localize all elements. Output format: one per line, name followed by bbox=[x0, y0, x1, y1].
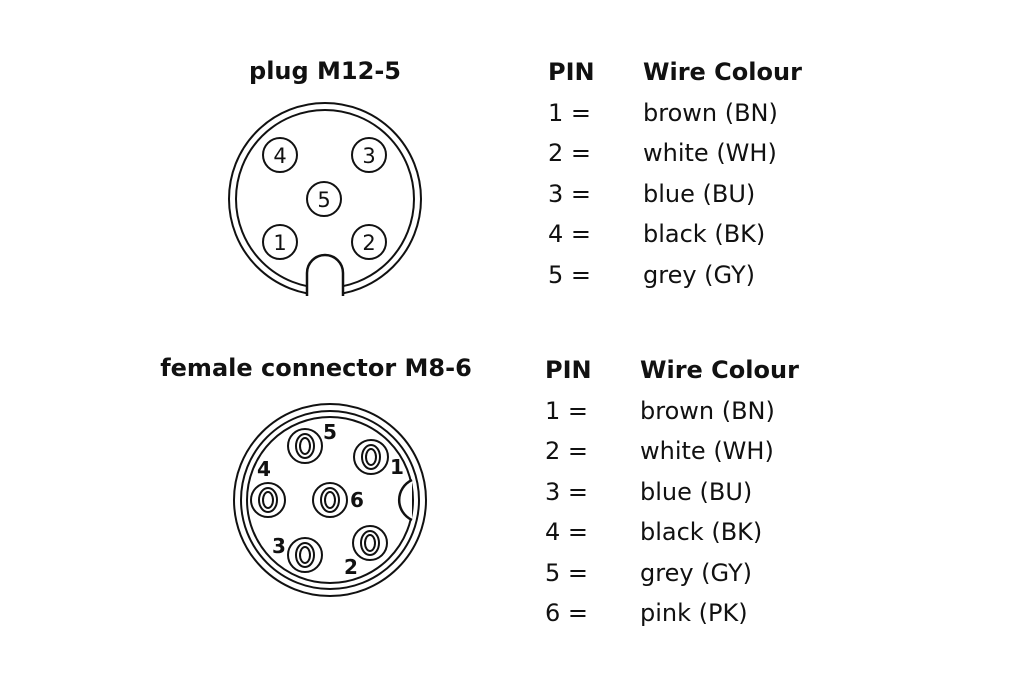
table-header: PIN Wire Colour bbox=[545, 350, 799, 391]
table-row: 2 = white (WH) bbox=[545, 431, 799, 472]
plug-pin-4 bbox=[262, 137, 298, 173]
plug-label-2: 2 bbox=[362, 231, 375, 255]
pin-number: 4 = bbox=[548, 220, 592, 249]
wire-colour-header: Wire Colour bbox=[640, 356, 799, 385]
female-pin-5 bbox=[287, 428, 323, 464]
female-label-2: 2 bbox=[344, 555, 358, 579]
wire-colour: grey (GY) bbox=[643, 260, 755, 289]
female-label-3: 3 bbox=[272, 534, 286, 558]
plug-pin-1 bbox=[262, 224, 298, 260]
female-pin-1 bbox=[353, 439, 389, 475]
female-connector-title: female connector M8-6 bbox=[160, 354, 472, 382]
plug-m12-5-diagram bbox=[228, 102, 422, 296]
female-label-4: 4 bbox=[257, 457, 271, 481]
table-row: 3 = blue (BU) bbox=[548, 174, 802, 215]
plug-label-4: 4 bbox=[273, 144, 286, 168]
female-label-1: 1 bbox=[390, 455, 404, 479]
plug-pin-2 bbox=[351, 224, 387, 260]
female-pin-3 bbox=[287, 537, 323, 573]
plug-label-5: 5 bbox=[317, 188, 330, 212]
table-row: 1 = brown (BN) bbox=[548, 93, 802, 134]
wire-colour: blue (BU) bbox=[640, 477, 753, 506]
table-row: 3 = blue (BU) bbox=[545, 472, 799, 513]
table-row: 4 = black (BK) bbox=[545, 512, 799, 553]
table-row: 5 = grey (GY) bbox=[548, 255, 802, 296]
female-key-notch bbox=[397, 478, 413, 522]
wire-colour: brown (BN) bbox=[640, 396, 775, 425]
female-pin-4 bbox=[250, 482, 286, 518]
pin-number: 4 = bbox=[545, 518, 589, 547]
table-row: 2 = white (WH) bbox=[548, 133, 802, 174]
pin-number: 5 = bbox=[545, 558, 589, 587]
plug-pin-5 bbox=[306, 181, 342, 217]
female-outer-ring bbox=[233, 403, 427, 597]
female-label-5: 5 bbox=[323, 420, 337, 444]
wire-colour: blue (BU) bbox=[643, 179, 756, 208]
wire-colour: black (BK) bbox=[640, 518, 763, 547]
table-row: 1 = brown (BN) bbox=[545, 391, 799, 432]
pin-header: PIN bbox=[545, 356, 592, 385]
wire-colour: white (WH) bbox=[640, 437, 774, 466]
pin-number: 6 = bbox=[545, 599, 589, 628]
plug-key-notch bbox=[305, 253, 345, 296]
pin-number: 2 = bbox=[548, 139, 592, 168]
female-label-6: 6 bbox=[350, 488, 364, 512]
plug-pin-table: PIN Wire Colour 1 = brown (BN) 2 = white… bbox=[548, 52, 802, 295]
table-row: 6 = pink (PK) bbox=[545, 593, 799, 634]
female-m8-6-diagram bbox=[233, 403, 427, 597]
table-row: 4 = black (BK) bbox=[548, 214, 802, 255]
plug-title: plug M12-5 bbox=[249, 57, 401, 85]
pin-number: 3 = bbox=[548, 179, 592, 208]
plug-label-3: 3 bbox=[362, 144, 375, 168]
pin-number: 5 = bbox=[548, 260, 592, 289]
wire-colour: brown (BN) bbox=[643, 98, 778, 127]
wire-colour: grey (GY) bbox=[640, 558, 752, 587]
wire-colour: pink (PK) bbox=[640, 599, 748, 628]
pin-number: 1 = bbox=[548, 98, 592, 127]
table-header: PIN Wire Colour bbox=[548, 52, 802, 93]
plug-label-1: 1 bbox=[273, 231, 286, 255]
female-inner-ring bbox=[246, 416, 414, 584]
wire-colour: white (WH) bbox=[643, 139, 777, 168]
female-mid-ring bbox=[240, 410, 420, 590]
plug-pin-3 bbox=[351, 137, 387, 173]
pin-number: 2 = bbox=[545, 437, 589, 466]
female-pin-2 bbox=[352, 525, 388, 561]
table-row: 5 = grey (GY) bbox=[545, 553, 799, 594]
female-pin-table: PIN Wire Colour 1 = brown (BN) 2 = white… bbox=[545, 350, 799, 634]
pin-number: 3 = bbox=[545, 477, 589, 506]
female-pin-6 bbox=[312, 482, 348, 518]
wire-colour: black (BK) bbox=[643, 220, 766, 249]
pin-number: 1 = bbox=[545, 396, 589, 425]
pin-header: PIN bbox=[548, 58, 595, 87]
wire-colour-header: Wire Colour bbox=[643, 58, 802, 87]
